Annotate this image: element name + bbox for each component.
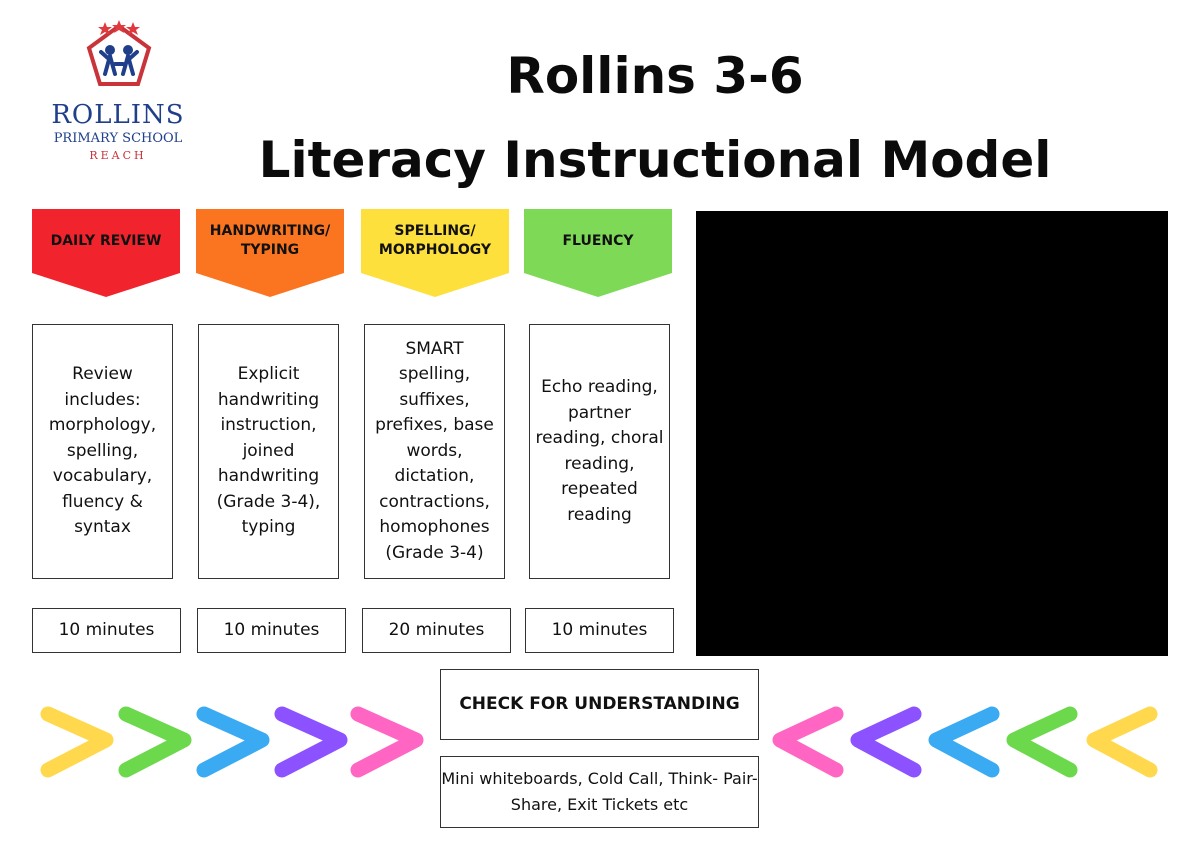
check-for-understanding-heading: CHECK FOR UNDERSTANDING bbox=[440, 669, 759, 740]
chevron-right-icon bbox=[118, 706, 192, 778]
column-header-spelling: SPELLING/ MORPHOLOGY bbox=[361, 209, 509, 297]
chevron-left-icon bbox=[1006, 706, 1078, 778]
column-header-daily-review: DAILY REVIEW bbox=[32, 209, 180, 297]
chevron-right-icon bbox=[350, 706, 424, 778]
chevron-left-icon bbox=[772, 706, 844, 778]
logo-name: ROLLINS bbox=[51, 100, 185, 130]
column-heading: HANDWRITING/ TYPING bbox=[209, 223, 331, 258]
chevron-right-icon bbox=[196, 706, 270, 778]
page-title-line-2: Literacy Instructional Model bbox=[258, 131, 1052, 189]
column-description: Echo reading, partner reading, choral re… bbox=[529, 324, 670, 579]
logo-tagline: REACH bbox=[89, 149, 147, 162]
chevron-left-icon bbox=[850, 706, 922, 778]
column-duration: 20 minutes bbox=[362, 608, 511, 653]
column-header-handwriting: HANDWRITING/ TYPING bbox=[196, 209, 344, 297]
column-heading: DAILY REVIEW bbox=[50, 232, 162, 249]
chevron-right-icon bbox=[40, 706, 114, 778]
chevron-right-icon bbox=[274, 706, 348, 778]
column-duration: 10 minutes bbox=[525, 608, 674, 653]
column-description: Explicit handwriting instruction, joined… bbox=[198, 324, 339, 579]
column-heading: SPELLING/ MORPHOLOGY bbox=[378, 223, 492, 258]
check-for-understanding-description: Mini whiteboards, Cold Call, Think- Pair… bbox=[440, 756, 759, 828]
right-arrows-decoration bbox=[40, 706, 424, 778]
column-description: SMART spelling, suffixes, prefixes, base… bbox=[364, 324, 505, 579]
page-title-line-1: Rollins 3-6 bbox=[506, 47, 804, 105]
column-header-fluency: FLUENCY bbox=[524, 209, 672, 297]
column-duration: 10 minutes bbox=[32, 608, 181, 653]
chevron-banner-icon bbox=[361, 209, 509, 297]
redacted-panel bbox=[696, 211, 1168, 656]
logo-subtitle: PRIMARY SCHOOL bbox=[53, 131, 183, 146]
chevron-left-icon bbox=[928, 706, 1000, 778]
left-arrows-decoration bbox=[772, 706, 1158, 778]
chevron-left-icon bbox=[1086, 706, 1158, 778]
chevron-banner-icon bbox=[196, 209, 344, 297]
chevron-banner-icon bbox=[524, 209, 672, 297]
column-description: Review includes: morphology, spelling, v… bbox=[32, 324, 173, 579]
chevron-banner-icon bbox=[32, 209, 180, 297]
column-duration: 10 minutes bbox=[197, 608, 346, 653]
column-heading: FLUENCY bbox=[562, 232, 634, 249]
crest-icon bbox=[86, 20, 152, 86]
school-logo: ROLLINS PRIMARY SCHOOL REACH bbox=[33, 18, 203, 178]
